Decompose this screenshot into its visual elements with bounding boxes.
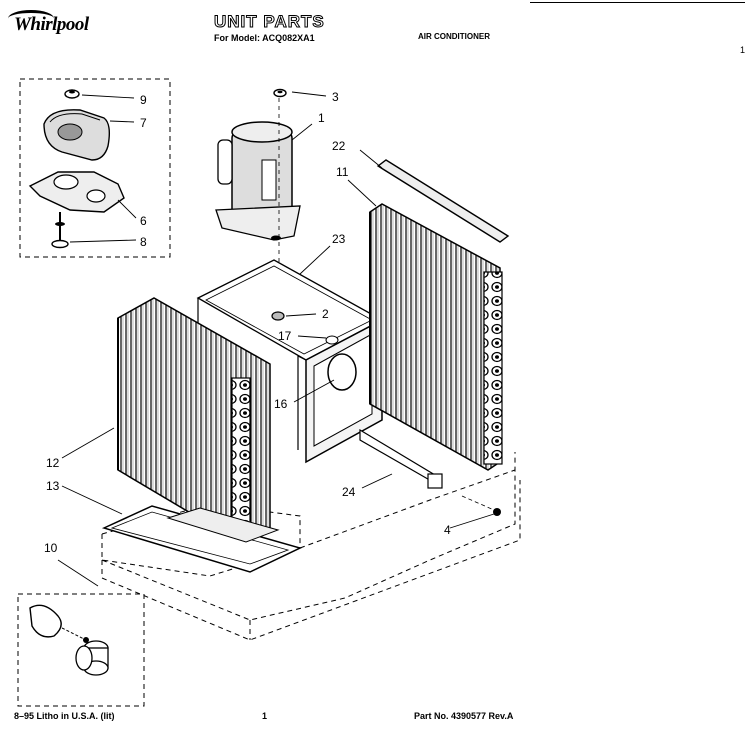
page-title: UNIT PARTS <box>214 12 325 32</box>
footer-page-number: 1 <box>262 711 268 721</box>
grommet-part-2 <box>271 311 285 321</box>
callout-11: 11 <box>336 165 349 179</box>
callout-7: 7 <box>140 116 147 130</box>
drain-pan-part-13 <box>101 505 303 573</box>
footer-litho: 8–95 Litho in U.S.A. (lit) <box>14 711 115 721</box>
callout-8: 8 <box>140 235 147 249</box>
callout-labels: 9 7 6 8 3 1 22 11 23 2 17 16 12 13 24 4 … <box>44 90 451 555</box>
callout-17: 17 <box>278 329 292 343</box>
brand-logo-swoosh <box>8 10 54 27</box>
motor-mount-inset <box>19 78 171 258</box>
callout-22: 22 <box>332 139 346 153</box>
nut-part-9 <box>64 89 80 99</box>
page-mark: 1 <box>740 45 746 55</box>
callout-3: 3 <box>332 90 339 104</box>
callout-9: 9 <box>140 93 147 107</box>
grommet-part-8 <box>51 239 69 249</box>
evaporator-coil-part-12 <box>117 297 271 541</box>
callout-13: 13 <box>46 479 60 493</box>
callout-24: 24 <box>342 485 356 499</box>
model-line: For Model: ACQ082XA1 <box>214 33 315 43</box>
seal-strip-part-22 <box>376 159 510 243</box>
callout-12: 12 <box>46 456 60 470</box>
callout-16: 16 <box>274 397 288 411</box>
condenser-coil-part-11 <box>369 203 503 471</box>
callout-10: 10 <box>44 541 58 555</box>
compressor-part-1 <box>215 88 301 241</box>
motor-mount-part-6 <box>28 171 125 213</box>
footer-part-number: Part No. 4390577 Rev.A <box>414 711 514 721</box>
product-type: AIR CONDITIONER <box>418 32 490 41</box>
callout-6: 6 <box>140 214 147 228</box>
screw-part-4 <box>461 495 501 516</box>
callout-23: 23 <box>332 232 346 246</box>
capacitor-inset-part-10 <box>17 593 145 707</box>
top-rule <box>530 2 745 3</box>
bracket-part-24 <box>359 428 443 489</box>
callout-2: 2 <box>322 307 329 321</box>
partition-frame-part-16 <box>196 259 384 464</box>
callout-1: 1 <box>318 111 325 125</box>
brand-logo: Whirlpool <box>14 14 89 35</box>
leader-lines <box>57 91 495 587</box>
callout-4: 4 <box>444 523 451 537</box>
seal-part-17 <box>325 335 339 345</box>
